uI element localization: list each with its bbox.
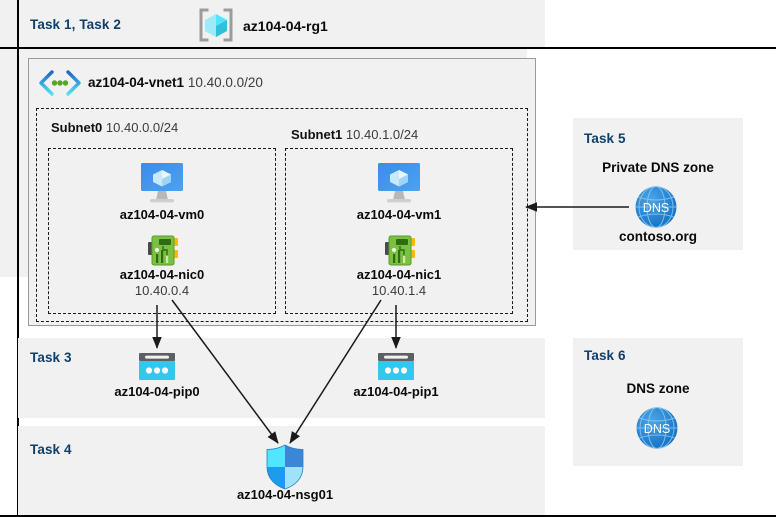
nic0-ip: 10.40.0.4 [134, 282, 190, 298]
network-interface-icon [146, 234, 180, 267]
subnet0-title: Subnet0 10.40.0.0/24 [51, 120, 178, 135]
dns-zone-heading: DNS zone [626, 381, 690, 396]
task3-panel [18, 338, 545, 418]
nsg-name: az104-04-nsg01 [236, 487, 334, 502]
network-interface-icon [383, 234, 417, 267]
svg-text:DNS: DNS [644, 422, 670, 436]
vnet-container [28, 58, 536, 326]
vm1-name: az104-04-vm1 [356, 207, 442, 222]
subnet1-name: Subnet1 [291, 127, 343, 142]
subnet1-resources-container [285, 148, 513, 314]
pip0-name: az104-04-pip0 [114, 384, 200, 399]
public-ip-address-icon [137, 351, 177, 384]
dns-globe-icon: DNS [634, 405, 680, 451]
task5-panel [573, 118, 743, 250]
virtual-network-icon [38, 70, 82, 96]
vnet-name: az104-04-vnet1 [88, 75, 185, 90]
subnet1-title: Subnet1 10.40.1.0/24 [291, 127, 418, 142]
resource-group-name: az104-04-rg1 [243, 18, 328, 34]
public-ip-address-icon [376, 351, 416, 384]
vm0-name: az104-04-vm0 [119, 207, 205, 222]
pip1-name: az104-04-pip1 [353, 384, 439, 399]
private-dns-zone-name: contoso.org [619, 229, 697, 244]
virtual-machine-icon [375, 161, 423, 205]
header-divider-rule [0, 47, 776, 49]
resource-group-left-rule [17, 0, 19, 517]
svg-text:DNS: DNS [643, 201, 669, 215]
subnet1-cidr: 10.40.1.0/24 [345, 127, 419, 142]
task-label-4: Task 4 [30, 442, 72, 457]
nic0-name: az104-04-nic0 [119, 267, 205, 282]
nic1-ip: 10.40.1.4 [371, 282, 427, 298]
diagram-bottom-rule [0, 515, 776, 517]
subnet0-name: Subnet0 [51, 120, 103, 135]
task-label-3: Task 3 [30, 350, 72, 365]
private-dns-zone-heading: Private DNS zone [602, 160, 714, 175]
dns-globe-icon: DNS [633, 184, 679, 230]
subnets-outer-container [36, 108, 528, 322]
task-label-1-2: Task 1, Task 2 [30, 17, 121, 32]
virtual-machine-icon [138, 161, 186, 205]
vnet-title: az104-04-vnet1 10.40.0.0/20 [88, 75, 263, 90]
resource-group-cube-icon [197, 7, 235, 43]
task-label-5: Task 5 [584, 131, 626, 146]
vnet-address-space: 10.40.0.0/20 [187, 75, 263, 90]
nic1-name: az104-04-nic1 [356, 267, 442, 282]
resource-group-header-band [18, 0, 545, 48]
subnet0-cidr: 10.40.0.0/24 [105, 120, 179, 135]
subnet0-resources-container [48, 148, 276, 314]
task-label-6: Task 6 [584, 348, 626, 363]
network-security-group-shield-icon [264, 444, 306, 490]
